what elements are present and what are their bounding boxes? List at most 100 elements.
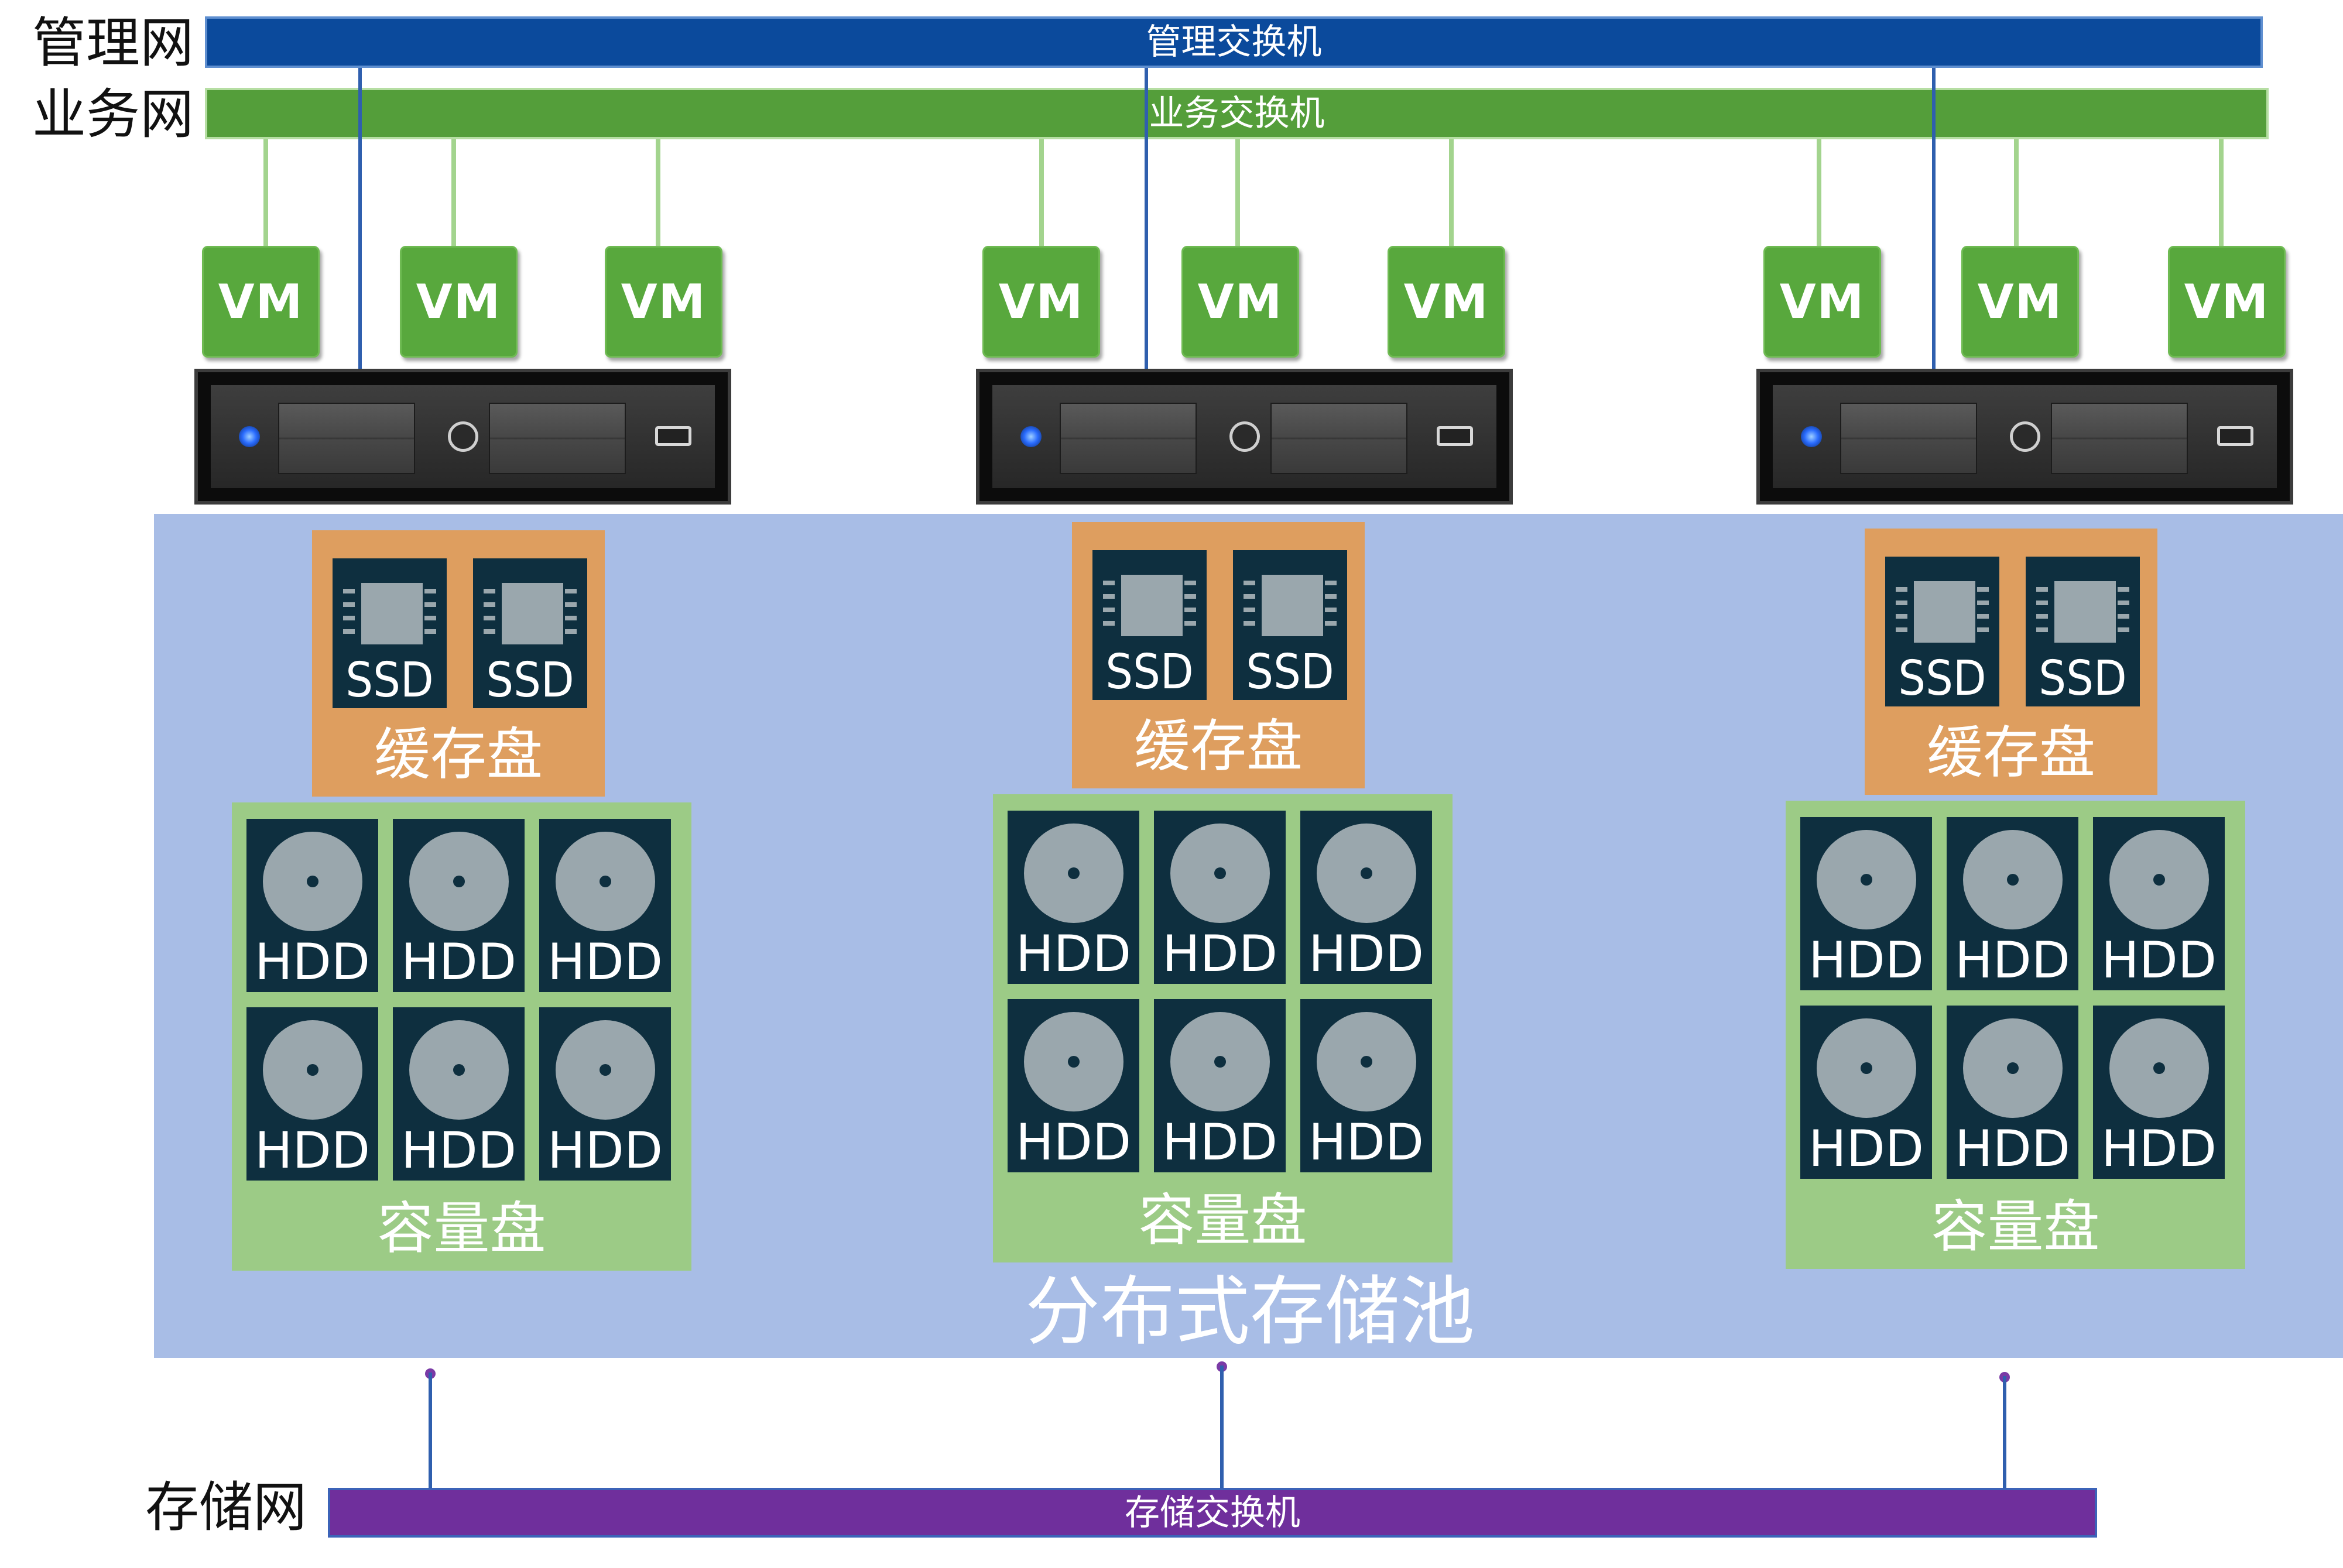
disk-label: HDD	[547, 1121, 663, 1180]
chip-pin-icon	[2118, 614, 2129, 619]
server-chassis[interactable]	[976, 369, 1513, 505]
chip-pin-icon	[343, 589, 355, 593]
chip-pin-icon	[424, 602, 436, 607]
chip-pin-icon	[1896, 587, 1907, 592]
vm-box[interactable]: VM	[1961, 246, 2079, 358]
chip-icon	[1912, 579, 1978, 645]
usb-port-icon	[2217, 426, 2253, 446]
storage-network-label: 存储网	[145, 1476, 307, 1539]
vm-box[interactable]: VM	[605, 246, 722, 358]
disk-label: HDD	[1308, 1113, 1424, 1172]
business-link	[1235, 139, 1240, 248]
hdd-disk: HDD	[1008, 999, 1139, 1172]
disk-label: HDD	[1808, 931, 1924, 990]
chip-pin-icon	[484, 616, 495, 620]
platter-icon	[1317, 1012, 1416, 1111]
vm-box[interactable]: VM	[1388, 246, 1505, 358]
chip-pin-icon	[484, 602, 495, 607]
business-link	[2014, 139, 2019, 248]
power-button-icon	[1229, 421, 1260, 452]
cache-group-label: 缓存盘	[374, 722, 543, 787]
disk-label: HDD	[547, 933, 663, 991]
hdd-disk: HDD	[246, 1007, 378, 1181]
platter-icon	[1024, 1012, 1123, 1111]
chip-pin-icon	[2036, 587, 2048, 592]
power-button-icon	[2010, 421, 2040, 452]
chip-pin-icon	[2118, 601, 2129, 605]
chip-pin-icon	[1244, 621, 1255, 626]
hdd-disk: HDD	[539, 1007, 671, 1181]
disk-label: HDD	[1162, 1113, 1278, 1172]
chip-pin-icon	[1184, 608, 1196, 612]
hdd-disk: HDD	[2093, 1006, 2225, 1179]
chip-pin-icon	[424, 616, 436, 620]
disk-label: SSD	[345, 653, 434, 708]
hdd-disk: HDD	[1008, 811, 1139, 984]
disk-label: HDD	[1808, 1120, 1924, 1178]
platter-icon	[1963, 1018, 2063, 1118]
hdd-disk: HDD	[393, 819, 525, 992]
vm-box[interactable]: VM	[400, 246, 518, 358]
management-switch[interactable]: 管理交换机	[205, 16, 2263, 68]
storage-switch[interactable]: 存储交换机	[328, 1488, 2097, 1538]
chip-pin-icon	[1977, 614, 1989, 619]
platter-icon	[409, 832, 509, 931]
management-link	[1145, 68, 1148, 369]
disk-label: SSD	[1246, 644, 1334, 700]
hdd-disk: HDD	[393, 1007, 525, 1181]
chip-pin-icon	[1103, 608, 1115, 612]
cache-disk-group: SSD SSD 缓存盘	[1865, 529, 2157, 795]
drive-bay	[1840, 403, 1977, 474]
platter-icon	[2109, 1018, 2209, 1118]
server-chassis[interactable]	[194, 369, 731, 505]
chip-pin-icon	[1244, 581, 1255, 585]
capacity-group-label: 容量盘	[377, 1196, 546, 1261]
chip-pin-icon	[1977, 601, 1989, 605]
business-link	[1039, 139, 1044, 248]
management-link	[358, 68, 362, 369]
disk-label: HDD	[1954, 1120, 2071, 1178]
platter-icon	[263, 1020, 362, 1120]
vm-box[interactable]: VM	[2168, 246, 2286, 358]
chip-pin-icon	[1184, 621, 1196, 626]
vm-box[interactable]: VM	[982, 246, 1100, 358]
chip-pin-icon	[1325, 621, 1337, 626]
chip-pin-icon	[1896, 614, 1907, 619]
usb-port-icon	[1437, 426, 1473, 446]
business-link	[1817, 139, 1821, 248]
server-chassis[interactable]	[1756, 369, 2293, 505]
vm-box[interactable]: VM	[202, 246, 320, 358]
usb-port-icon	[655, 426, 691, 446]
business-switch[interactable]: 业务交换机	[205, 88, 2269, 139]
server-front-panel	[992, 385, 1496, 488]
platter-icon	[409, 1020, 509, 1120]
ssd-disk: SSD	[333, 558, 447, 708]
platter-icon	[263, 832, 362, 931]
hdd-disk: HDD	[246, 819, 378, 992]
chip-pin-icon	[1103, 594, 1115, 599]
chip-pin-icon	[484, 629, 495, 634]
storage-link	[2003, 1376, 2006, 1488]
disk-label: SSD	[2039, 651, 2127, 706]
disk-label: HDD	[1015, 1113, 1132, 1172]
chip-pin-icon	[1103, 581, 1115, 585]
chip-pin-icon	[565, 629, 577, 634]
business-link	[1449, 139, 1454, 248]
chip-icon	[1259, 572, 1325, 639]
drive-bay	[489, 403, 626, 474]
server-front-panel	[1773, 385, 2277, 488]
disk-label: HDD	[400, 933, 517, 991]
business-link	[451, 139, 456, 248]
chip-pin-icon	[1244, 608, 1255, 612]
power-button-icon	[448, 421, 478, 452]
platter-icon	[1317, 824, 1416, 923]
drive-bay	[1060, 403, 1197, 474]
platter-icon	[1817, 830, 1916, 929]
disk-label: HDD	[1954, 931, 2071, 990]
vm-box[interactable]: VM	[1181, 246, 1299, 358]
cache-disk-group: SSD SSD 缓存盘	[312, 530, 605, 797]
chip-pin-icon	[343, 602, 355, 607]
vm-box[interactable]: VM	[1763, 246, 1881, 358]
chip-pin-icon	[565, 602, 577, 607]
capacity-group-label: 容量盘	[1931, 1194, 2100, 1260]
